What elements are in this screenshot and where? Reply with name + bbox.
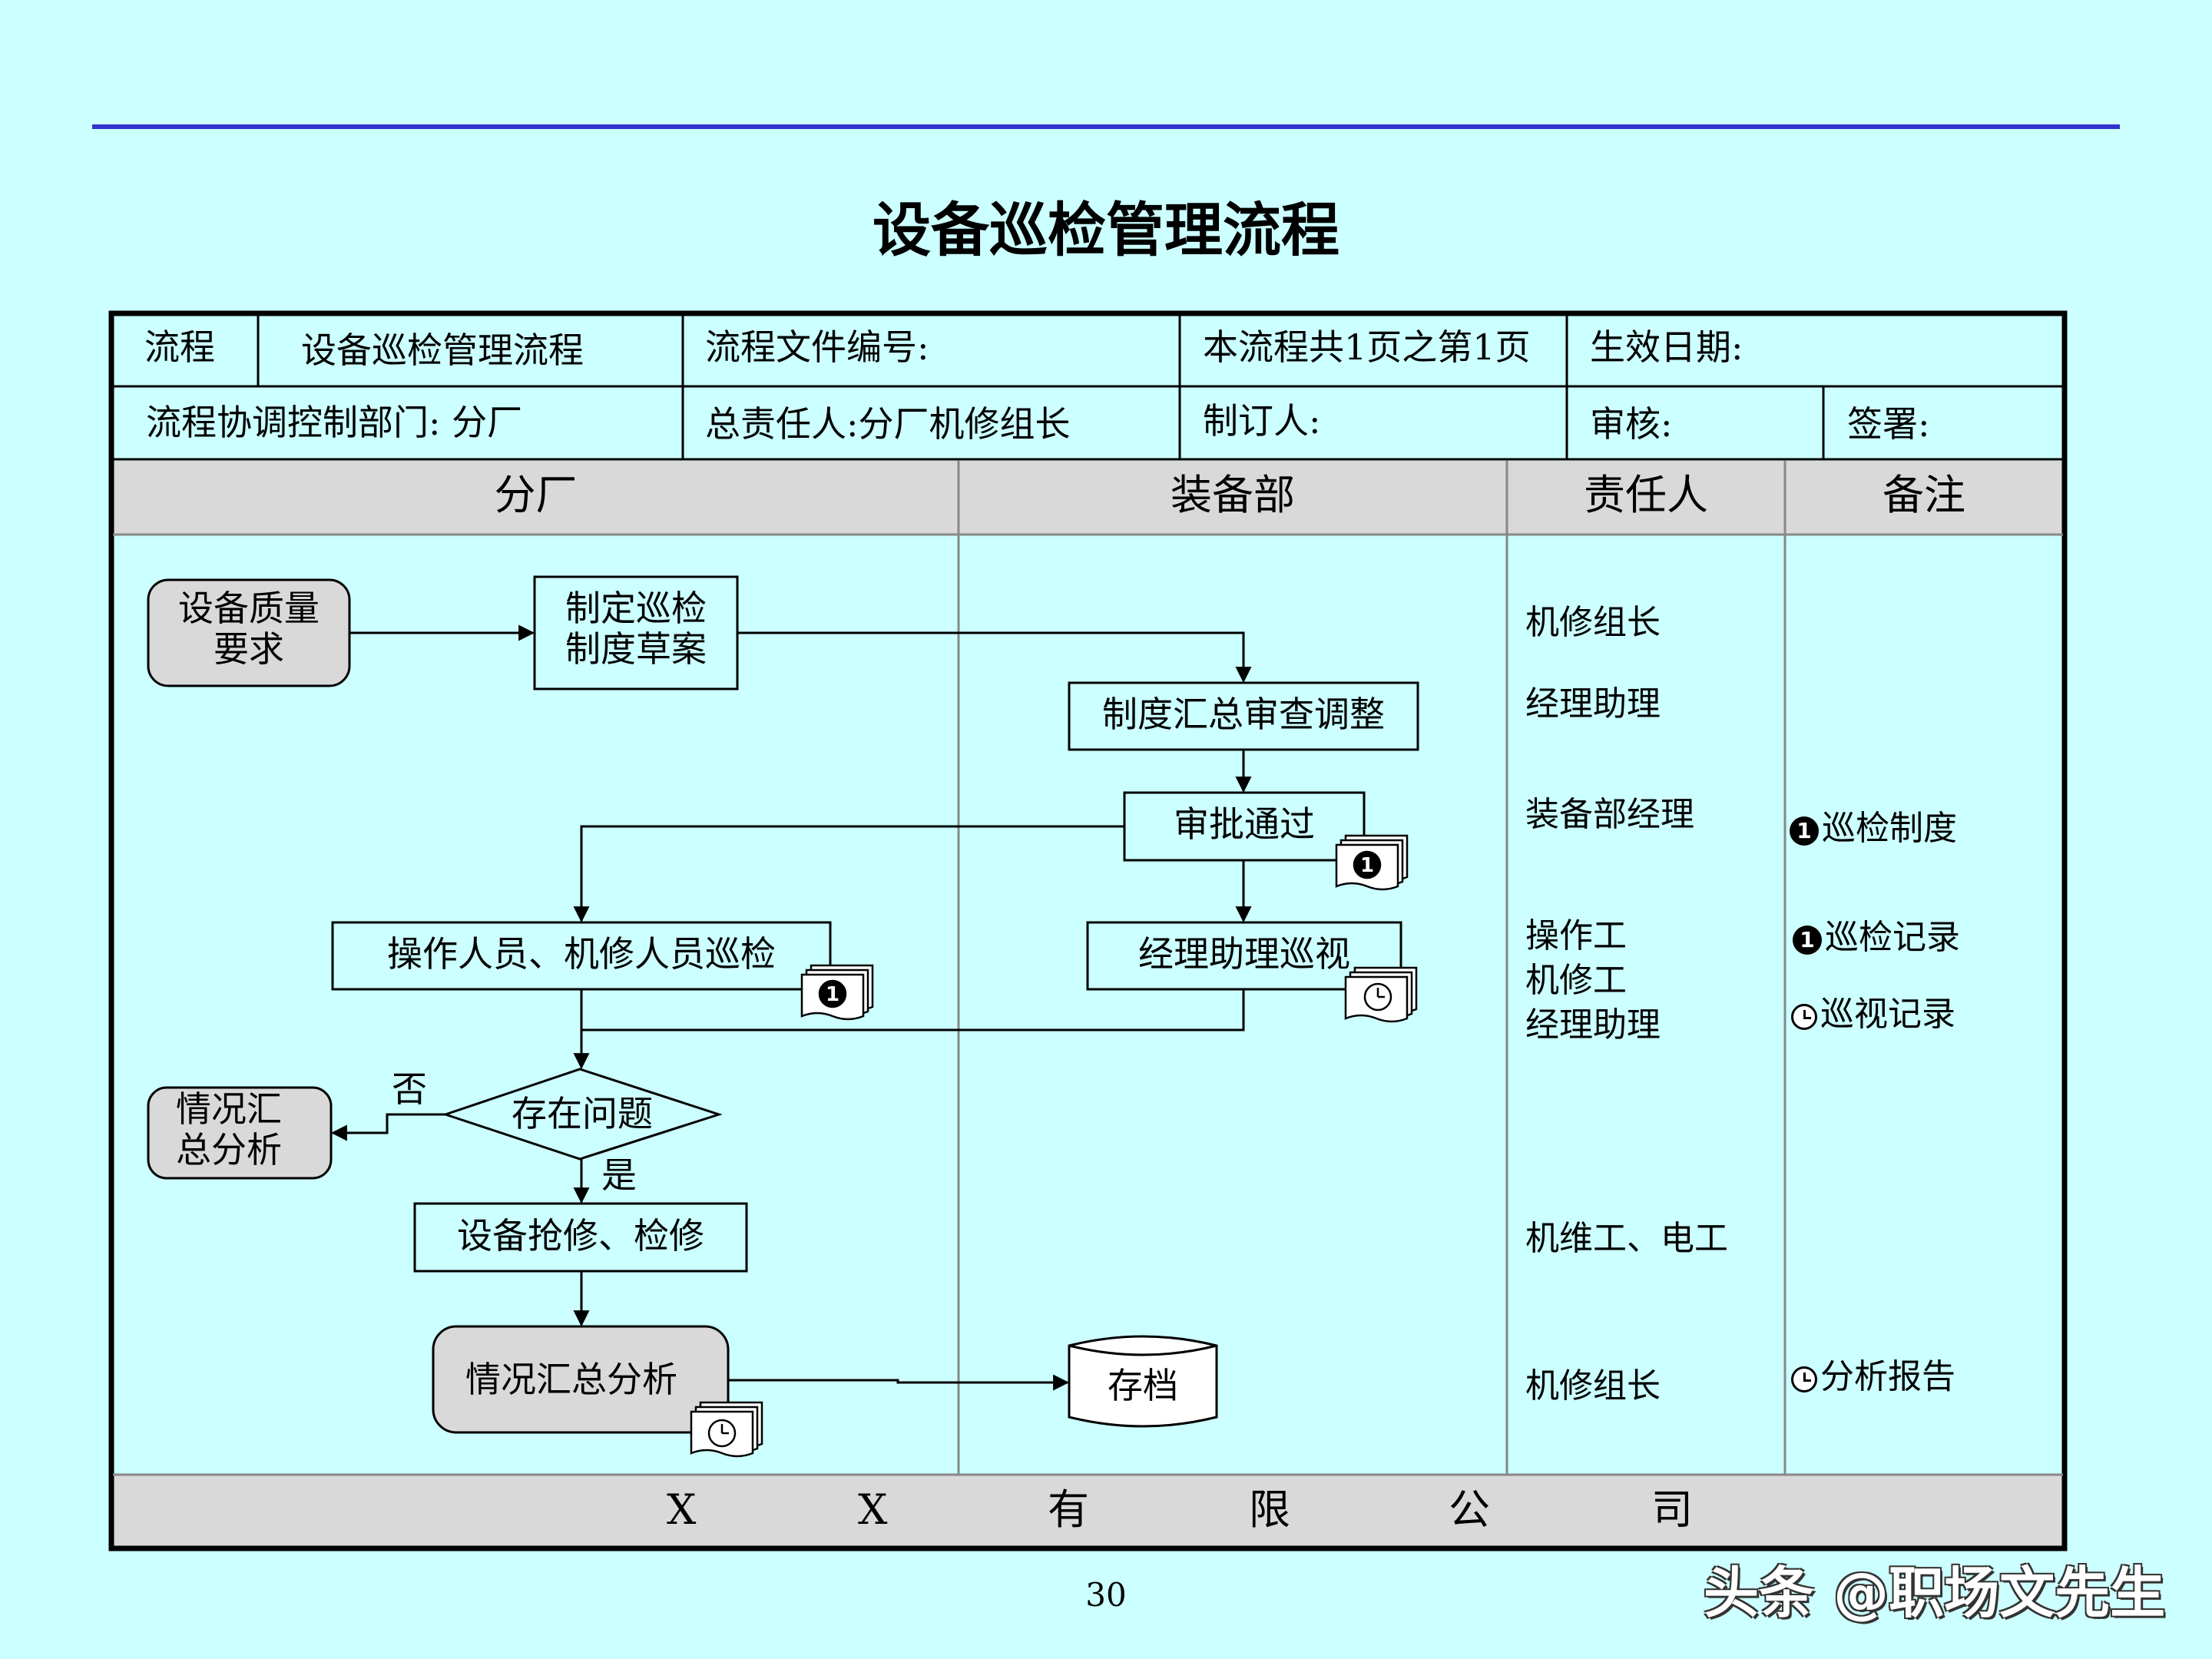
footer-char-2: X xyxy=(858,1485,888,1534)
doc-icon-approve: 1 xyxy=(1335,834,1409,891)
header-row-1 xyxy=(113,315,2063,386)
lane-remarks: 备注 xyxy=(1883,471,1965,519)
doc-clock-icon-patrol xyxy=(1344,966,1418,1023)
footer-char-1: X xyxy=(667,1485,697,1534)
node-no-branch-label: 情况汇 总分析 xyxy=(176,1088,282,1171)
arrow-draft-to-review xyxy=(737,631,1252,684)
clock-icon xyxy=(1791,1003,1817,1030)
header-author: 制订人: xyxy=(1203,400,1321,442)
node-repair xyxy=(413,1202,748,1273)
branch-label-no: 否 xyxy=(392,1068,427,1110)
arrow-decision-no xyxy=(330,1113,445,1141)
responsible-6: 机修组长 xyxy=(1525,1366,1661,1406)
lane-equipment-dept: 装备部 xyxy=(1171,471,1295,519)
numbered-badge-icon: 1 xyxy=(1790,816,1819,846)
header-sign: 签署: xyxy=(1847,403,1930,445)
node-approve-label: 审批通过 xyxy=(1174,803,1315,845)
node-inspect-label: 操作人员、机修人员巡检 xyxy=(387,933,776,975)
header-page-count: 本流程共1页之第1页 xyxy=(1203,326,1531,368)
lane-grid xyxy=(113,461,2063,1476)
footer-char-3: 有 xyxy=(1048,1485,1089,1534)
node-draft-label: 制定巡检 制度草案 xyxy=(565,588,707,670)
line-patrol-merge xyxy=(581,989,1245,1031)
remark-4: 分析报告 xyxy=(1791,1357,1955,1397)
header-doc-number: 流程文件编号: xyxy=(705,326,929,368)
responsible-4: 操作工 机修工 经理助理 xyxy=(1525,916,1661,1045)
numbered-badge-icon: 1 xyxy=(1793,925,1822,955)
lane-header-band xyxy=(113,461,2063,534)
node-archive xyxy=(1068,1335,1218,1428)
remark-3-text: 巡视记录 xyxy=(1820,995,1955,1034)
node-final-analysis-label: 情况汇总分析 xyxy=(465,1359,677,1400)
header-owner: 总责任人:分厂机修组长 xyxy=(705,403,1071,445)
header-control-dept: 流程协调控制部门: 分厂 xyxy=(146,402,523,443)
branch-label-yes: 是 xyxy=(601,1154,637,1196)
remark-4-text: 分析报告 xyxy=(1820,1357,1955,1396)
node-manager-patrol-label: 经理助理巡视 xyxy=(1138,933,1350,975)
node-decision xyxy=(442,1068,723,1161)
page-title: 设备巡检管理流程 xyxy=(873,196,1339,264)
outer-frame xyxy=(108,310,2068,1551)
responsible-5: 机维工、电工 xyxy=(1525,1219,1728,1258)
connectors xyxy=(330,624,1252,1391)
header-effective-date: 生效日期: xyxy=(1590,326,1743,368)
header-grid xyxy=(113,315,2063,461)
header-process-label: 流程 xyxy=(144,326,215,368)
footer-band xyxy=(113,1475,2063,1548)
node-summary-review xyxy=(1068,681,1419,751)
remark-3: 巡视记录 xyxy=(1791,995,1955,1035)
arrow-approve-to-inspect xyxy=(573,825,1124,923)
remark-2-text: 巡检记录 xyxy=(1825,918,1960,957)
badge-text: 1 xyxy=(826,983,839,1006)
node-manager-patrol xyxy=(1086,921,1402,991)
badge-text: 1 xyxy=(1360,854,1374,877)
header-review: 审核: xyxy=(1590,403,1673,445)
doc-clock-icon-final xyxy=(690,1401,763,1458)
responsible-2: 经理助理 xyxy=(1525,684,1661,724)
lane-responsible: 责任人 xyxy=(1584,471,1708,519)
top-rule xyxy=(92,124,2120,129)
responsible-3: 装备部经理 xyxy=(1525,795,1694,834)
node-quality-label: 设备质量 要求 xyxy=(178,588,320,670)
node-draft xyxy=(533,575,739,690)
responsible-1: 机修组长 xyxy=(1525,603,1661,642)
lane-branch-factory: 分厂 xyxy=(494,471,578,519)
node-repair-label: 设备抢修、检修 xyxy=(457,1215,704,1257)
header-process-name: 设备巡检管理流程 xyxy=(301,329,584,371)
node-approve xyxy=(1123,791,1366,862)
footer-char-6: 司 xyxy=(1651,1485,1693,1534)
page-number: 30 xyxy=(1085,1576,1127,1614)
footer-char-5: 公 xyxy=(1449,1485,1490,1534)
arrow-final-to-archive xyxy=(728,1374,1070,1391)
clock-icon xyxy=(1791,1366,1817,1392)
watermark: 头条 @职场文先生 xyxy=(1704,1561,2166,1625)
footer-char-4: 限 xyxy=(1249,1485,1290,1534)
remark-1-text: 巡检制度 xyxy=(1822,809,1957,848)
node-decision-label: 存在问题 xyxy=(512,1093,653,1134)
node-summary-review-label: 制度汇总审查调整 xyxy=(1102,694,1385,735)
doc-icon-inspect: 1 xyxy=(800,964,874,1021)
node-archive-label: 存档 xyxy=(1108,1365,1178,1406)
